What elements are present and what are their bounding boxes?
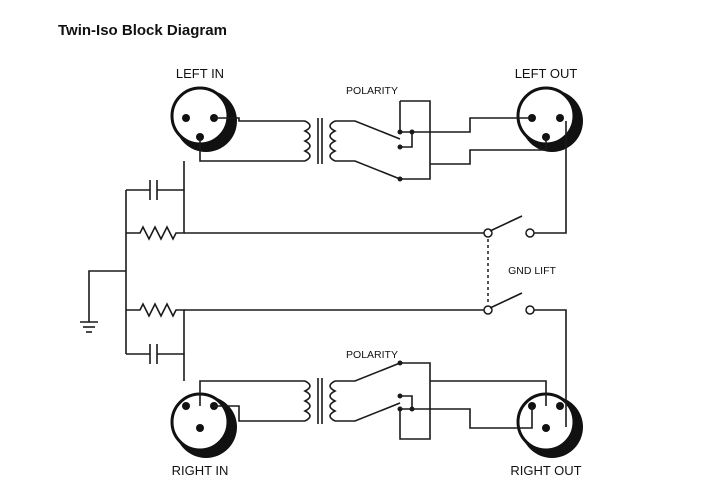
right-out-label: RIGHT OUT [510,463,581,478]
left-out-label: LEFT OUT [515,66,578,81]
left-in-label: LEFT IN [176,66,224,81]
ground-network [80,161,185,381]
right-transformer [303,378,337,424]
gnd-lift-switches [184,121,567,427]
right-in-connector [170,392,237,458]
gnd-lift-label: GND LIFT [508,265,556,277]
right-in-label: RIGHT IN [172,463,229,478]
left-polarity-switch [335,100,547,182]
diagram-title: Twin-Iso Block Diagram [58,22,227,39]
right-input-wires [199,380,305,422]
left-in-connector [170,86,237,152]
right-polarity-switch [335,360,547,440]
right-out-connector [516,392,583,458]
polarity-bottom-label: POLARITY [346,349,398,361]
left-transformer [303,118,337,164]
polarity-top-label: POLARITY [346,85,398,97]
left-out-connector [516,86,583,152]
left-input-wires [199,117,305,162]
